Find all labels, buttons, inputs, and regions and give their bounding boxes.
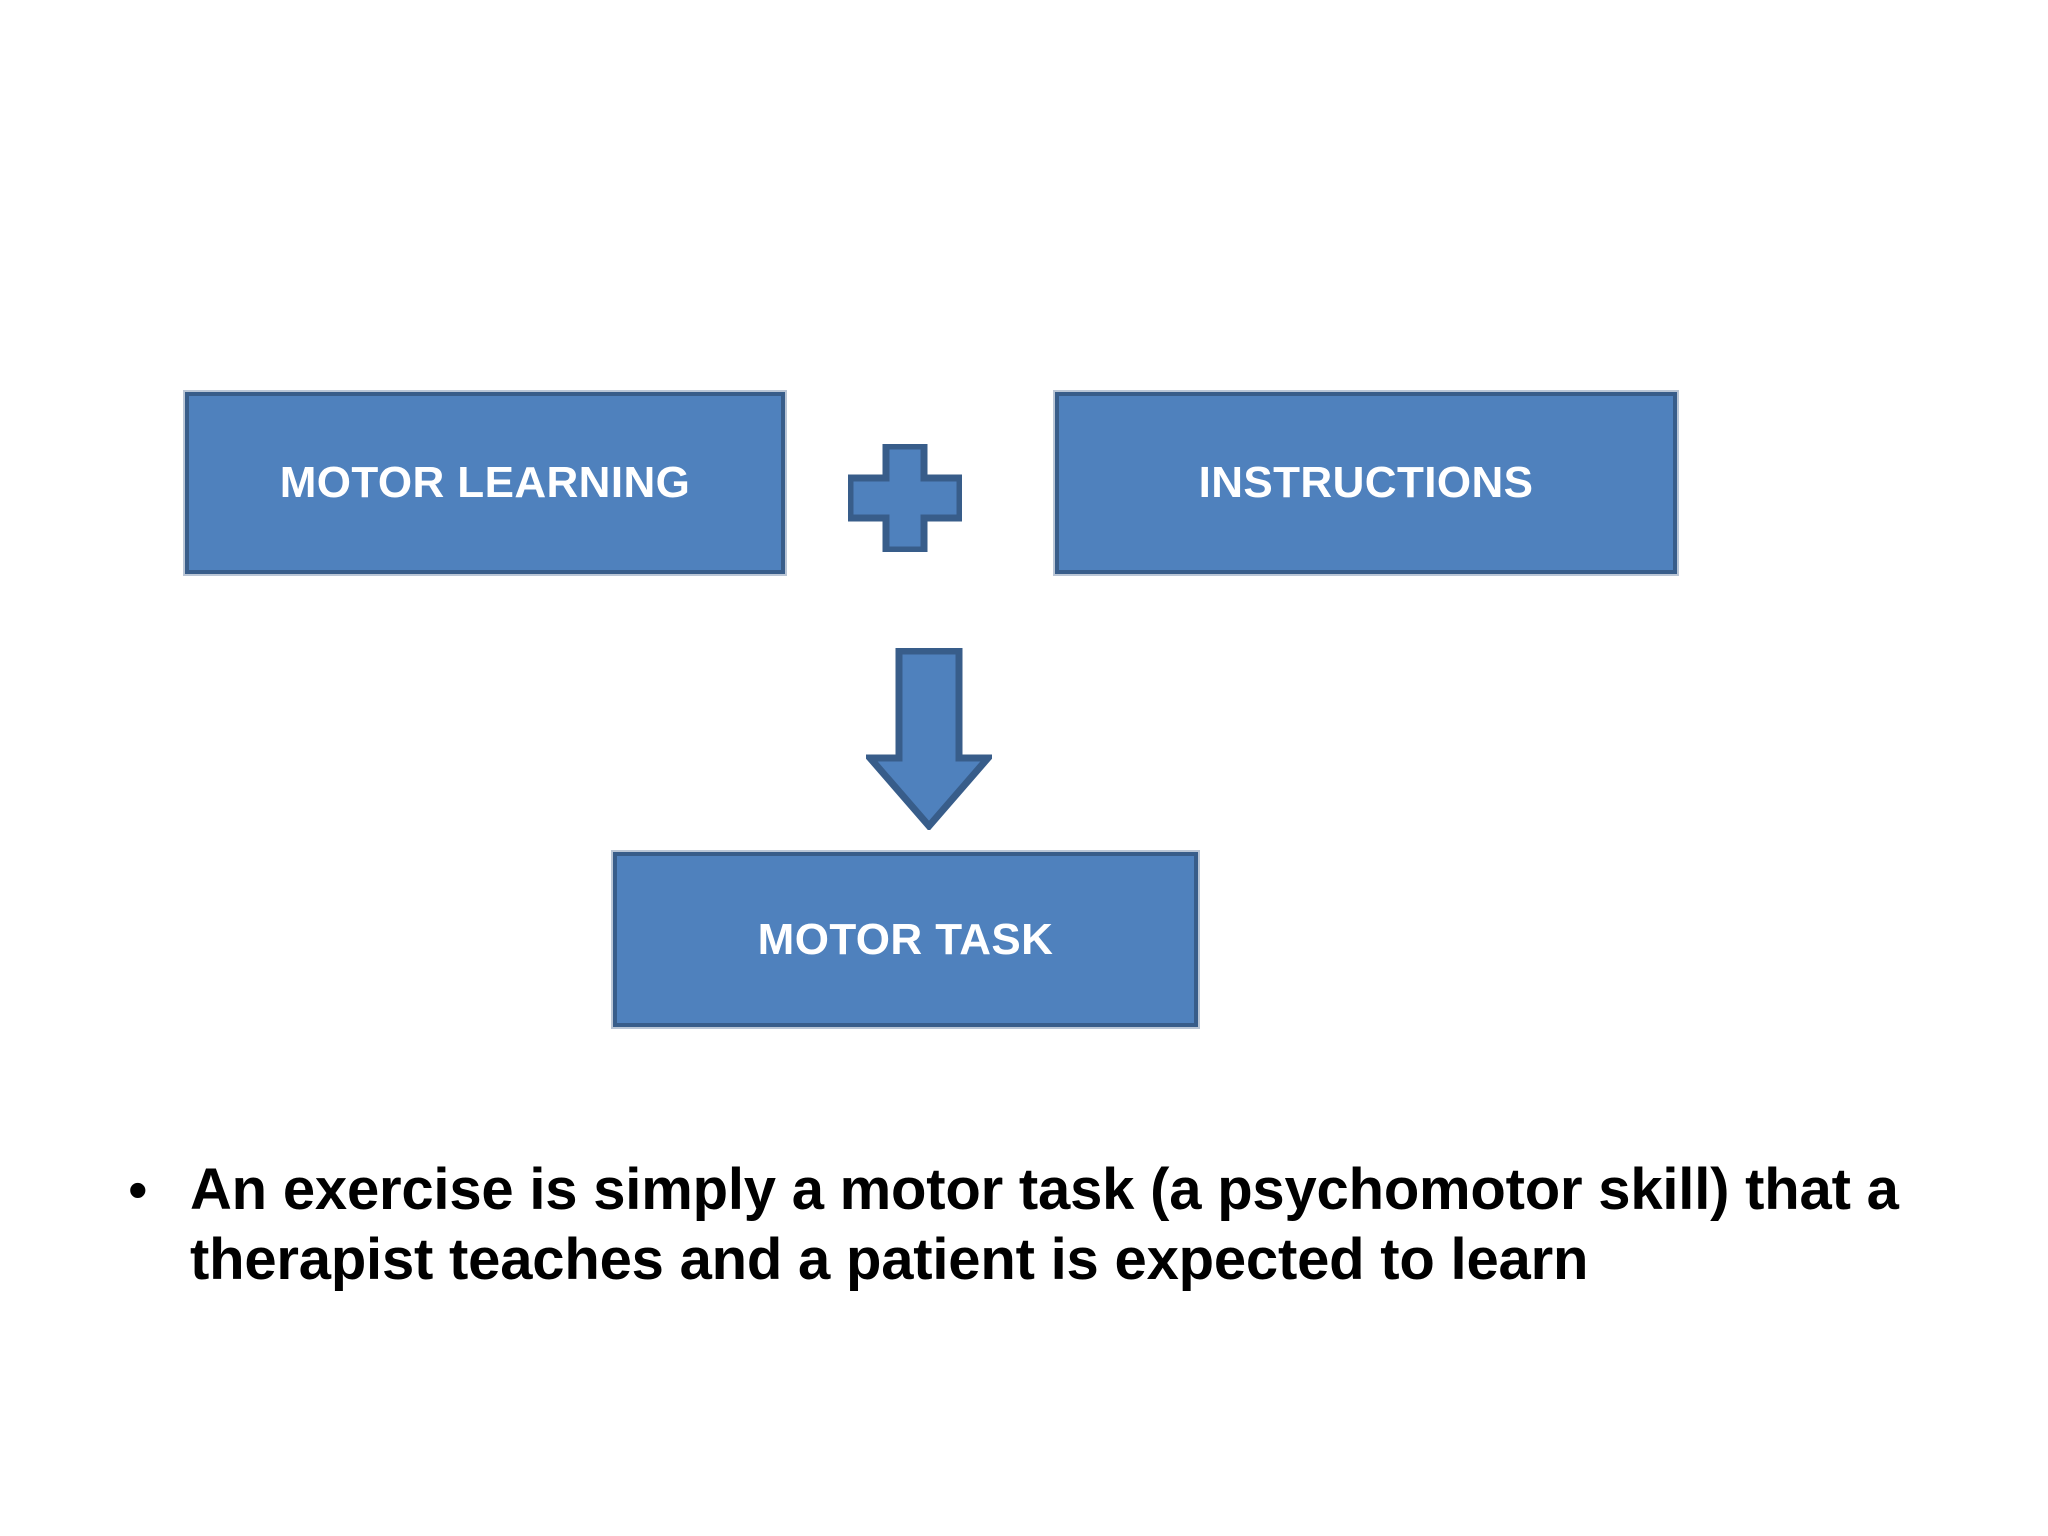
bullet-item-text: An exercise is simply a motor task (a ps… [190, 1157, 1899, 1292]
diagram-node-motor-learning[interactable]: MOTOR LEARNING [185, 392, 785, 574]
bullet-marker-icon: • [128, 1158, 148, 1221]
diagram-node-motor-task-label: MOTOR TASK [757, 914, 1054, 964]
down-arrow-icon [866, 648, 992, 830]
diagram-node-instructions-label: INSTRUCTIONS [1198, 458, 1534, 507]
bullet-list-item: • An exercise is simply a motor task (a … [120, 1155, 1940, 1295]
diagram-node-motor-task[interactable]: MOTOR TASK [613, 852, 1198, 1027]
plus-shape-icon [848, 444, 962, 552]
diagram-node-instructions[interactable]: INSTRUCTIONS [1055, 392, 1677, 574]
diagram-node-motor-learning-label: MOTOR LEARNING [279, 458, 691, 507]
